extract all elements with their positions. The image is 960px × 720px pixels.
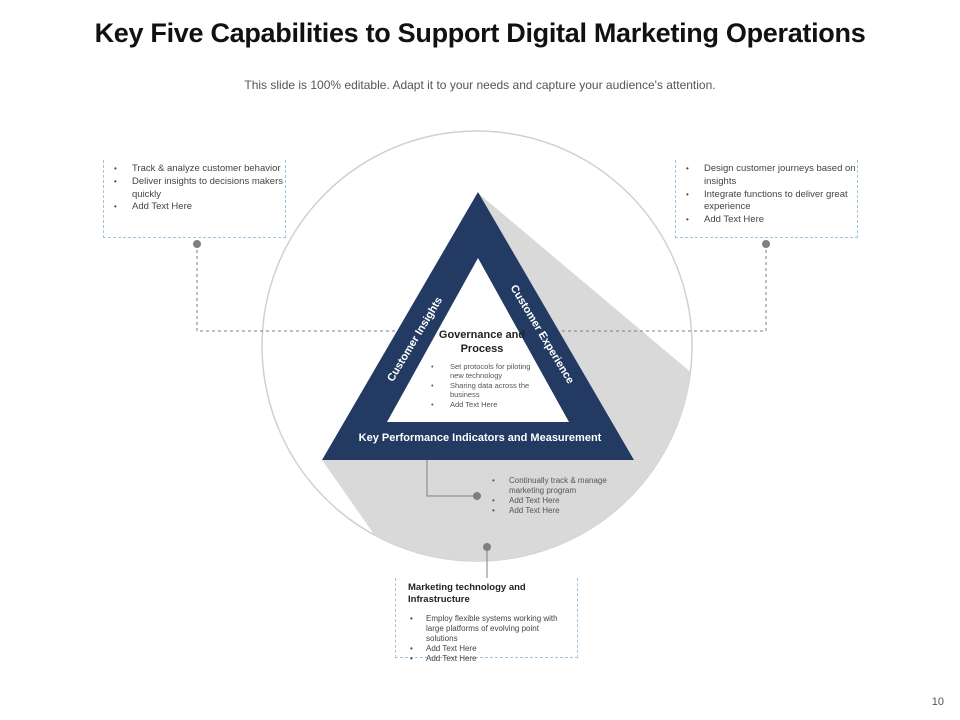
list-item: Add Text Here [426, 400, 534, 410]
list-item: Add Text Here [396, 654, 571, 664]
label-kpi: Key Performance Indicators and Measureme… [358, 432, 602, 444]
list-item: Integrate functions to deliver great exp… [676, 189, 857, 215]
list-item: Track & analyze customer behavior [104, 163, 285, 176]
box-top-left: Track & analyze customer behavior Delive… [103, 160, 286, 238]
list-item: Design customer journeys based on insigh… [676, 163, 857, 189]
list-item: Set protocols for piloting new technolog… [426, 362, 534, 381]
box-bottom: Marketing technology and Infrastructure … [395, 578, 578, 664]
governance-title: Governance and Process [438, 329, 526, 355]
bottom-box-heading: Marketing technology and Infrastructure [408, 582, 526, 605]
middle-right-list: Continually track & manage marketing pro… [490, 476, 620, 516]
page-number: 10 [931, 696, 944, 708]
list-item: Continually track & manage marketing pro… [490, 476, 620, 496]
governance-list: Set protocols for piloting new technolog… [426, 362, 534, 409]
list-item: Add Text Here [490, 506, 620, 516]
list-item: Add Text Here [490, 496, 620, 506]
list-item: Deliver insights to decisions makers qui… [104, 176, 285, 202]
box-top-right: Design customer journeys based on insigh… [675, 160, 858, 238]
connector-right [560, 244, 767, 332]
list-item: Add Text Here [104, 201, 285, 214]
connector-left [196, 244, 400, 332]
connector-dot-middle [473, 492, 481, 500]
connector-dot-right [762, 240, 770, 248]
connector-dot-bottom [483, 543, 491, 551]
list-item: Employ flexible systems working with lar… [396, 614, 571, 644]
connector-middle [426, 460, 477, 497]
connector-dot-left [193, 240, 201, 248]
list-item: Sharing data across the business [426, 381, 534, 400]
slide-title: Key Five Capabilities to Support Digital… [94, 18, 866, 48]
slide-subtitle: This slide is 100% editable. Adapt it to… [244, 78, 716, 92]
list-item: Add Text Here [396, 644, 571, 654]
list-item: Add Text Here [676, 214, 857, 227]
